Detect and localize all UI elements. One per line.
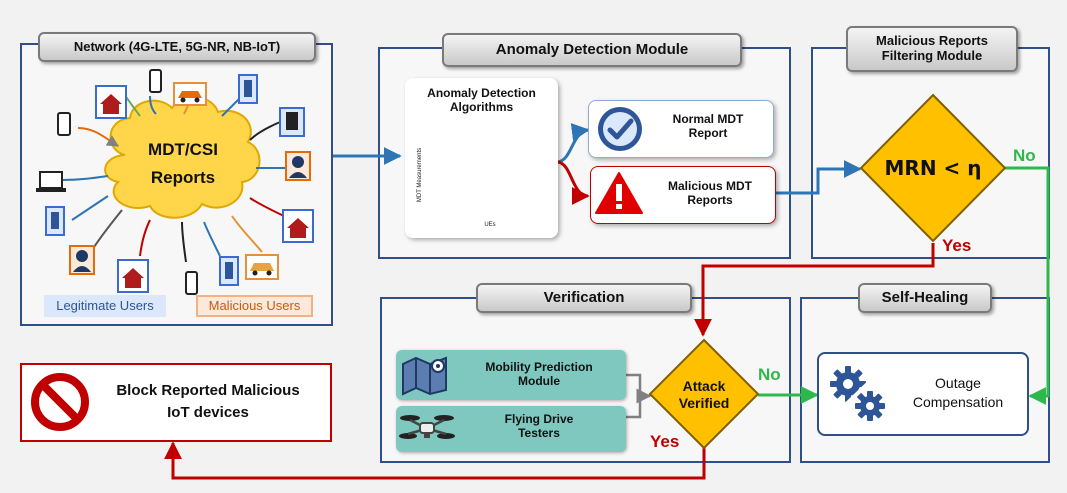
arrow-to-normal (557, 123, 590, 164)
attack-diamond (648, 338, 760, 450)
scatter-y-axis-label: MDT Measurements (417, 147, 423, 203)
attack-decision-line1: Attack (682, 378, 726, 394)
malicious-users-label: Malicious Users (196, 295, 313, 317)
attack-decision-line2: Verified (678, 394, 730, 411)
mobility-module-line1: Mobility Prediction (485, 360, 593, 374)
block-icon (30, 372, 90, 437)
cloud-label-line1: MDT/CSI (148, 140, 218, 159)
normal-report-line1: Normal MDT (672, 112, 744, 126)
check-icon (596, 105, 644, 158)
mrn-yes-label: Yes (942, 236, 972, 255)
block-devices-line2: IoT devices (167, 404, 249, 421)
devices (36, 69, 314, 295)
outage-line1: Outage (935, 375, 981, 391)
block-devices-line1: Block Reported Malicious (116, 382, 300, 399)
mobility-module-line2: Module (518, 374, 560, 389)
arrow-malicious-to-mrn (775, 160, 862, 195)
filtering-title-line1: Malicious Reports (876, 33, 988, 49)
attack-yes-label: Yes (650, 432, 680, 451)
drone-testers-line2: Testers (518, 426, 560, 441)
drone-icon (398, 408, 456, 453)
normal-report-line2: Report (688, 126, 728, 141)
arrow-attack-yes (164, 441, 706, 480)
filtering-title-line2: Filtering Module (881, 48, 983, 63)
cloud-shape (104, 96, 261, 219)
cloud-label: MDT/CSI Reports (128, 140, 238, 189)
algorithms-label-line1: Anomaly Detection (427, 86, 536, 100)
legit-users-label: Legitimate Users (44, 295, 166, 317)
attack-no-label: No (758, 365, 781, 384)
drone-testers-label: Flying Drive Testers (456, 412, 622, 441)
outage-compensation-label: Outage Compensation (900, 374, 1016, 412)
anomaly-title: Anomaly Detection Module (442, 33, 742, 67)
malicious-report-line1: Malicious MDT (667, 179, 752, 193)
mobility-module-label: Mobility Prediction Module (456, 360, 622, 389)
algorithms-label: Anomaly Detection Algorithms (405, 86, 558, 115)
normal-report-label: Normal MDT Report (648, 112, 768, 141)
warning-icon (594, 170, 644, 221)
verification-title: Verification (476, 283, 692, 313)
gears-icon (826, 362, 890, 431)
arrow-teal-merge (626, 373, 652, 404)
filtering-title: Malicious Reports Filtering Module (846, 26, 1018, 72)
arrow-teal-merge-lower (626, 396, 642, 419)
algorithms-card (405, 78, 558, 238)
block-devices-label: Block Reported Malicious IoT devices (96, 382, 320, 422)
map-icon (400, 354, 452, 401)
arrow-mrn-yes (694, 243, 935, 337)
scatter-x-axis-label: UEs (484, 222, 496, 228)
malicious-report-line2: Reports (687, 193, 733, 208)
cloud-label-line2: Reports (150, 168, 216, 188)
attack-decision-label: Attack Verified (664, 378, 744, 412)
arrow-to-malicious (557, 160, 590, 205)
self-healing-title: Self-Healing (858, 283, 992, 313)
mrn-diamond (859, 93, 1007, 243)
drone-testers-line1: Flying Drive (504, 412, 574, 426)
arrow-mrn-no (1003, 166, 1050, 405)
mrn-no-label: No (1013, 146, 1036, 165)
malicious-report-label: Malicious MDT Reports (648, 179, 772, 208)
outage-line2: Compensation (912, 393, 1004, 410)
network-title: Network (4G-LTE, 5G-NR, NB-IoT) (38, 32, 316, 62)
mrn-decision-label: MRN < η (884, 156, 982, 180)
device-arrows (61, 87, 293, 263)
algorithms-label-line2: Algorithms (449, 100, 514, 115)
